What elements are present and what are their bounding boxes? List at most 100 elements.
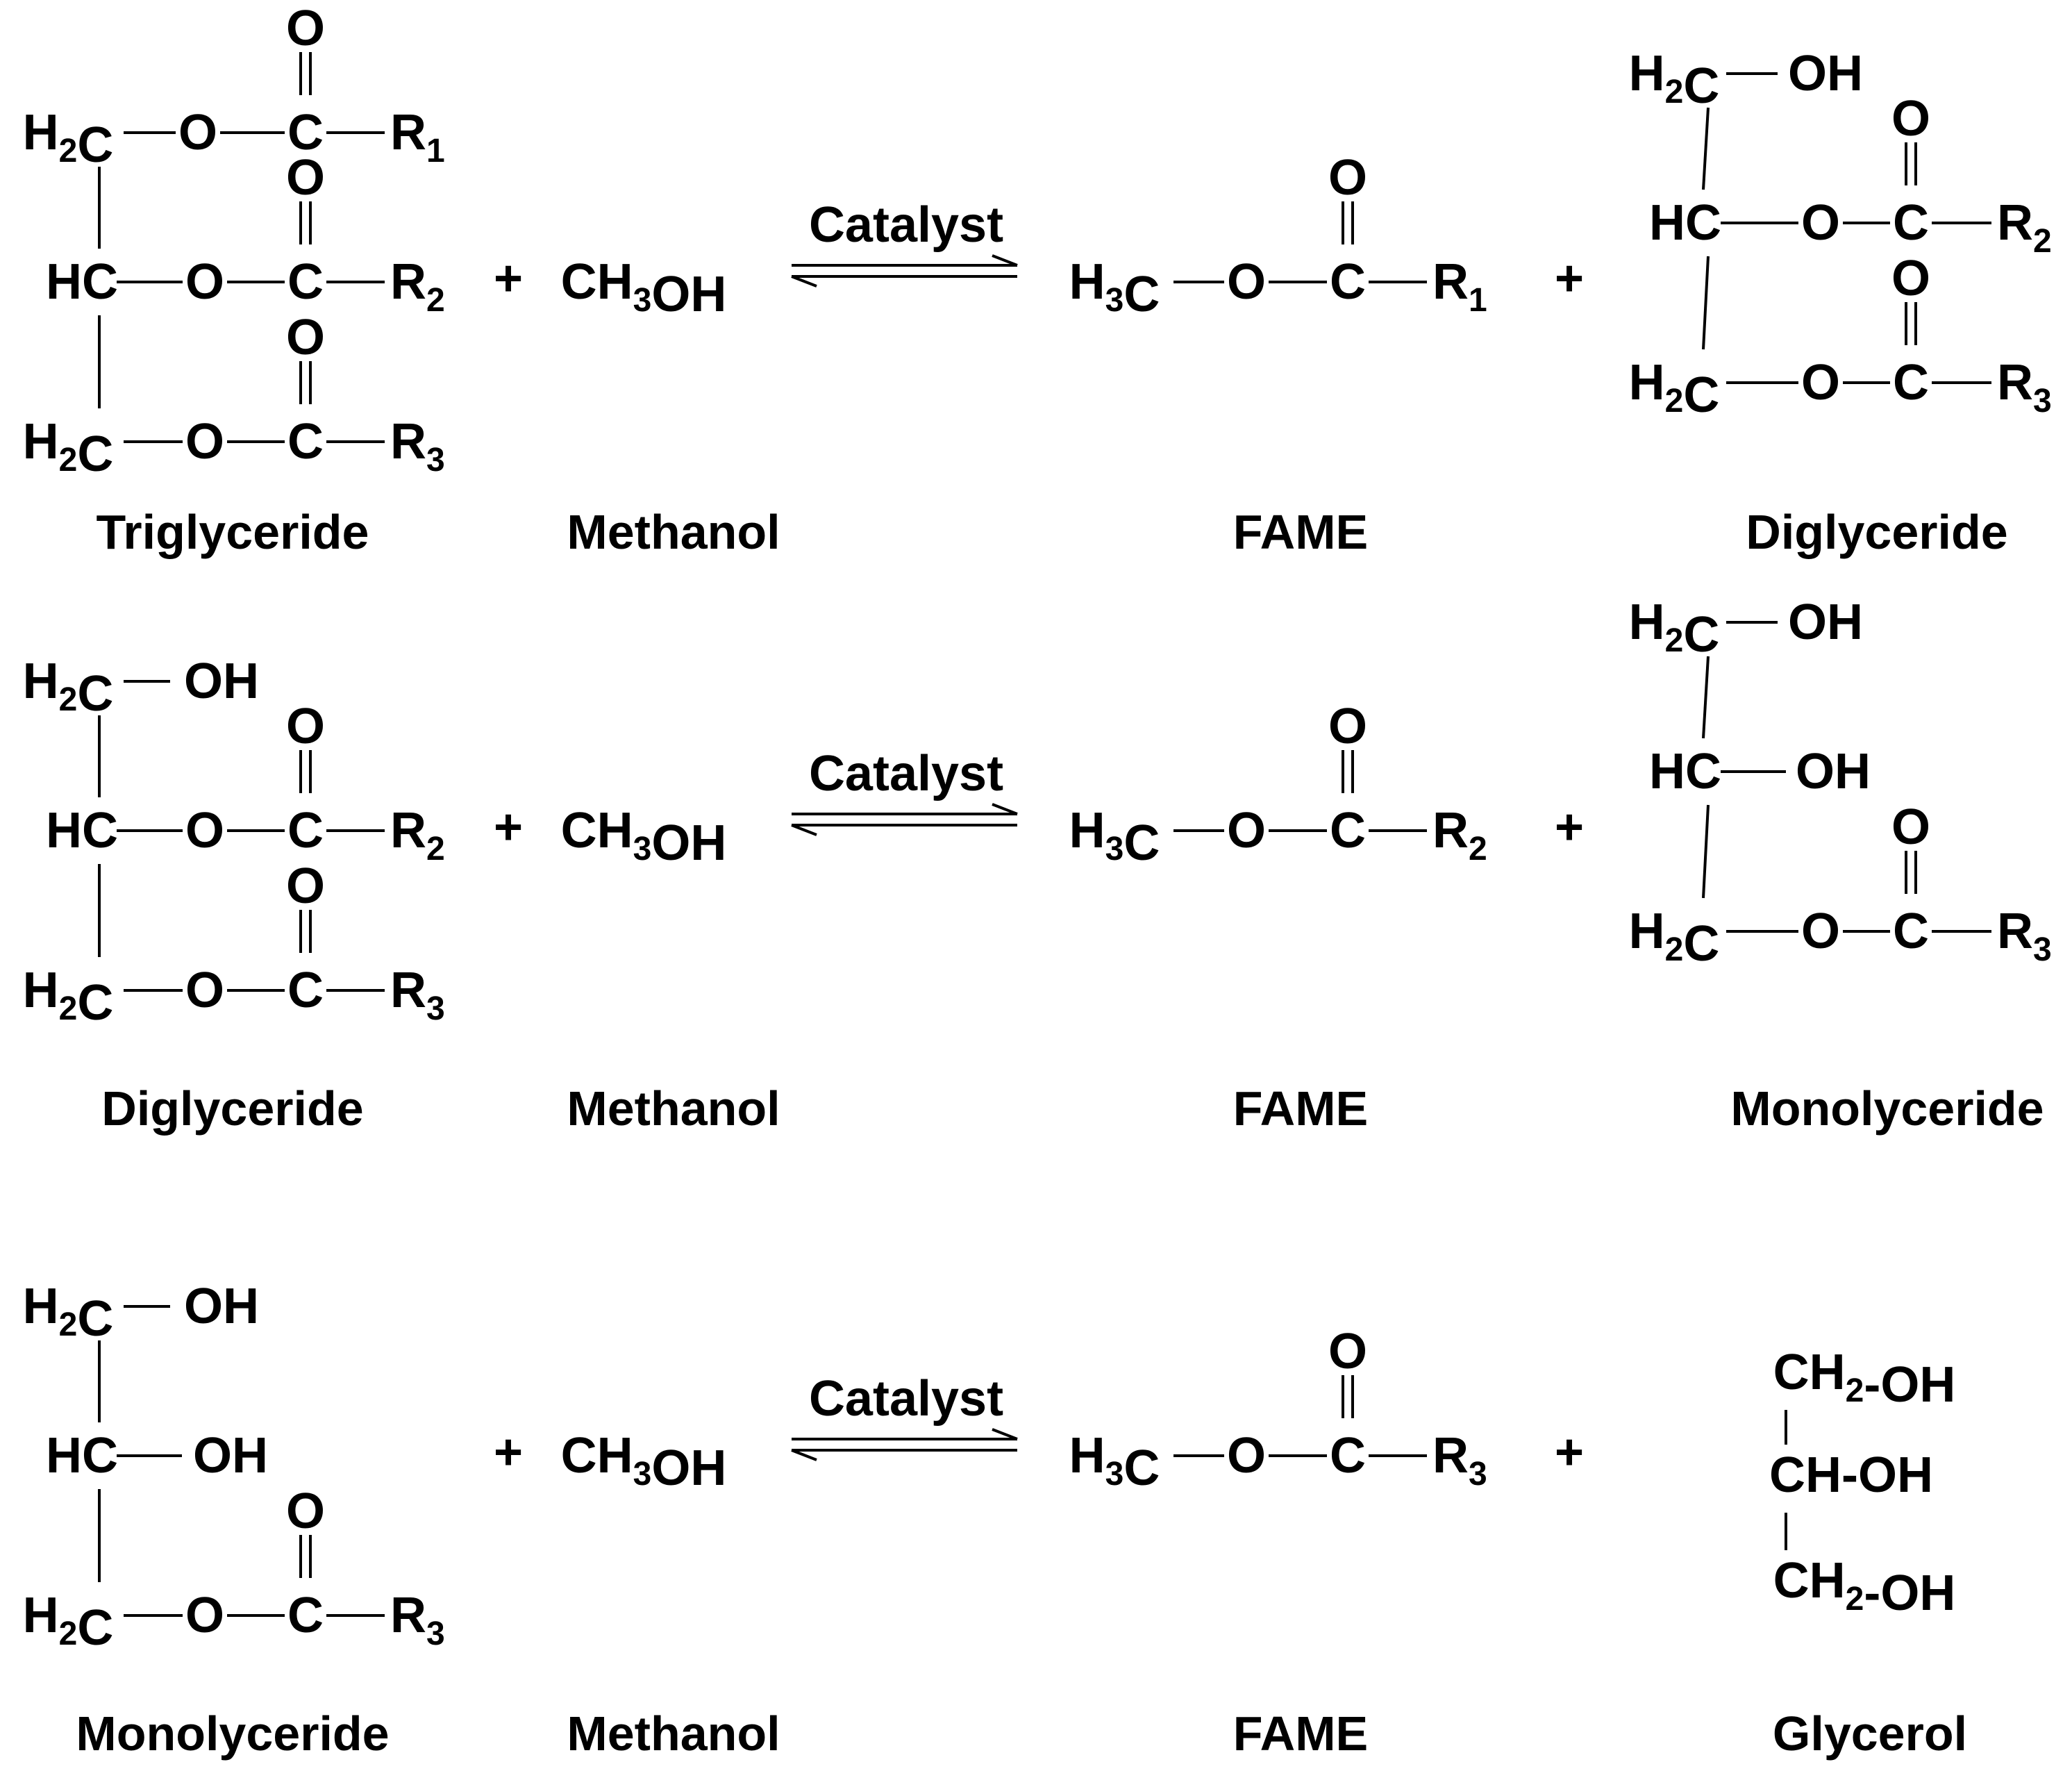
row2-product-glyceride-h2c-bottom: H2C bbox=[1629, 904, 1720, 972]
row1-reactant-glyceride-chain1-r-group: R1 bbox=[390, 105, 445, 169]
row1-arrow-forward-head bbox=[992, 254, 1018, 267]
row2-reactant-glyceride-chain3-oxygen: O bbox=[185, 963, 224, 1018]
row1-arrow-reverse-head bbox=[791, 275, 817, 288]
row2-product-glyceride-h2c-top: H2C bbox=[1629, 595, 1720, 663]
row2-catalyst-label: Catalyst bbox=[809, 746, 1003, 801]
row1-product-glyceride-backbone-top bbox=[1702, 107, 1710, 190]
row3-reactant-glyceride-h2c-bottom: H2C bbox=[23, 1588, 114, 1656]
row1-product-glyceride-backbone-bottom bbox=[1702, 256, 1710, 350]
row2-caption-3: FAME bbox=[1233, 1081, 1368, 1136]
row1-caption-3: FAME bbox=[1233, 505, 1368, 559]
row3-plus-right: + bbox=[1555, 1424, 1584, 1480]
row1-fame-h3c: H3C bbox=[1069, 254, 1160, 322]
row1-product-glyceride-chain2-oxygen: O bbox=[1801, 195, 1840, 251]
row3-caption-1: Monolyceride bbox=[76, 1706, 389, 1761]
row3-reactant-glyceride-chain3-carbon: C bbox=[287, 1588, 324, 1643]
row3-fame-oxygen: O bbox=[1227, 1428, 1266, 1484]
row1-product-glyceride-h2c-top: H2C bbox=[1629, 46, 1720, 114]
row2-reactant-glyceride-chain2-r-group: R2 bbox=[390, 803, 445, 867]
row3-fame-carbon: C bbox=[1330, 1428, 1366, 1484]
row2-product-glyceride-oh-mid: OH bbox=[1796, 744, 1871, 799]
row1-reactant-glyceride-chain2-r-group: R2 bbox=[390, 254, 445, 319]
row1-product-glyceride-chain2-carbon: C bbox=[1893, 195, 1929, 251]
row1-caption-2: Methanol bbox=[567, 505, 780, 559]
row1-caption-4: Diglyceride bbox=[1746, 505, 2007, 559]
row1-plus-left: + bbox=[494, 251, 523, 306]
row1-fame-r-group: R1 bbox=[1432, 254, 1487, 319]
row2-fame-oxygen: O bbox=[1227, 803, 1266, 858]
row1-product-glyceride-hc: HC bbox=[1649, 195, 1721, 251]
row2-reactant-glyceride-chain3-carbonyl-oxygen: O bbox=[286, 858, 325, 914]
row1-reactant-glyceride-chain3-r-group: R3 bbox=[390, 414, 445, 479]
row3-catalyst-label: Catalyst bbox=[809, 1371, 1003, 1427]
row1-product-glyceride-chain3-oxygen: O bbox=[1801, 355, 1840, 410]
row1-reactant-glyceride-chain1-oxygen: O bbox=[178, 105, 217, 160]
row2-caption-2: Methanol bbox=[567, 1081, 780, 1136]
row1-fame-carbon: C bbox=[1330, 254, 1366, 310]
row3-fame-carbonyl-oxygen: O bbox=[1328, 1324, 1367, 1379]
row2-caption-1: Diglyceride bbox=[101, 1081, 363, 1136]
row3-caption-2: Methanol bbox=[567, 1706, 780, 1761]
row2-product-glyceride-chain3-carbon: C bbox=[1893, 904, 1929, 959]
row3-glycerol-bottom: CH2-OH bbox=[1773, 1553, 1956, 1621]
row3-reactant-glyceride-chain3-r-group: R3 bbox=[390, 1588, 445, 1652]
row1-caption-1: Triglyceride bbox=[97, 505, 369, 559]
row3-reactant-glyceride-hc: HC bbox=[46, 1428, 118, 1484]
row1-catalyst-label: Catalyst bbox=[809, 197, 1003, 253]
row2-product-glyceride-chain3-carbonyl-oxygen: O bbox=[1891, 799, 1930, 855]
row2-plus-right: + bbox=[1555, 799, 1584, 855]
row2-caption-4: Monolyceride bbox=[1730, 1081, 2044, 1136]
row2-product-glyceride-oh-top: OH bbox=[1788, 595, 1863, 650]
row1-product-glyceride-h2c-bottom: H2C bbox=[1629, 355, 1720, 423]
row2-fame-carbon: C bbox=[1330, 803, 1366, 858]
row3-arrow-forward-head bbox=[992, 1428, 1018, 1440]
row1-fame-oxygen: O bbox=[1227, 254, 1266, 310]
row1-product-glyceride-chain2-carbonyl-oxygen: O bbox=[1891, 91, 1930, 147]
row2-reactant-glyceride-chain3-r-group: R3 bbox=[390, 963, 445, 1027]
row1-reactant-glyceride-chain2-carbonyl-oxygen: O bbox=[286, 150, 325, 206]
row1-product-glyceride-chain3-carbonyl-oxygen: O bbox=[1891, 251, 1930, 306]
row3-fame-r-group: R3 bbox=[1432, 1428, 1487, 1493]
row1-product-glyceride-chain3-r-group: R3 bbox=[1997, 355, 2052, 419]
row3-reactant-glyceride-oh-mid: OH bbox=[193, 1428, 268, 1484]
row1-reactant-glyceride-h2c-top: H2C bbox=[23, 105, 114, 173]
row1-methanol-formula: CH3OH bbox=[561, 254, 727, 322]
row2-product-glyceride-backbone-top bbox=[1702, 656, 1710, 739]
row2-product-glyceride-hc: HC bbox=[1649, 744, 1721, 799]
row3-plus-left: + bbox=[494, 1424, 523, 1480]
row2-fame-carbonyl-oxygen: O bbox=[1328, 699, 1367, 754]
row1-reactant-glyceride-chain1-carbon: C bbox=[287, 105, 324, 160]
row2-reactant-glyceride-chain2-carbon: C bbox=[287, 803, 324, 858]
row2-reactant-glyceride-chain3-carbon: C bbox=[287, 963, 324, 1018]
row2-reactant-glyceride-h2c-bottom: H2C bbox=[23, 963, 114, 1031]
row2-product-glyceride-backbone-bottom bbox=[1702, 804, 1710, 899]
row1-product-glyceride-chain3-carbon: C bbox=[1893, 355, 1929, 410]
row3-caption-4: Glycerol bbox=[1773, 1706, 1967, 1761]
row3-caption-3: FAME bbox=[1233, 1706, 1368, 1761]
row1-product-glyceride-oh-top: OH bbox=[1788, 46, 1863, 101]
row3-glycerol-mid: CH-OH bbox=[1769, 1447, 1933, 1503]
row3-fame-h3c: H3C bbox=[1069, 1428, 1160, 1496]
row2-reactant-glyceride-chain2-carbonyl-oxygen: O bbox=[286, 699, 325, 754]
row1-reactant-glyceride-chain1-carbonyl-oxygen: O bbox=[286, 1, 325, 56]
row3-reactant-glyceride-chain3-carbonyl-oxygen: O bbox=[286, 1484, 325, 1539]
row3-reactant-glyceride-oh-top: OH bbox=[184, 1279, 259, 1334]
row2-reactant-glyceride-h2c-top: H2C bbox=[23, 654, 114, 722]
row2-fame-r-group: R2 bbox=[1432, 803, 1487, 867]
row1-reactant-glyceride-h2c-bottom: H2C bbox=[23, 414, 114, 482]
row1-reactant-glyceride-hc: HC bbox=[46, 254, 118, 310]
row2-reactant-glyceride-oh-top: OH bbox=[184, 654, 259, 709]
row3-glycerol-top: CH2-OH bbox=[1773, 1345, 1956, 1413]
row2-plus-left: + bbox=[494, 799, 523, 855]
row1-reactant-glyceride-chain2-carbon: C bbox=[287, 254, 324, 310]
row2-fame-h3c: H3C bbox=[1069, 803, 1160, 871]
row1-reactant-glyceride-chain3-carbonyl-oxygen: O bbox=[286, 310, 325, 365]
row1-product-glyceride-chain2-r-group: R2 bbox=[1997, 195, 2052, 260]
row2-arrow-forward-head bbox=[992, 803, 1018, 815]
row1-reactant-glyceride-chain2-oxygen: O bbox=[185, 254, 224, 310]
row2-arrow-reverse-head bbox=[791, 824, 817, 836]
row2-reactant-glyceride-chain2-oxygen: O bbox=[185, 803, 224, 858]
row3-reactant-glyceride-chain3-oxygen: O bbox=[185, 1588, 224, 1643]
